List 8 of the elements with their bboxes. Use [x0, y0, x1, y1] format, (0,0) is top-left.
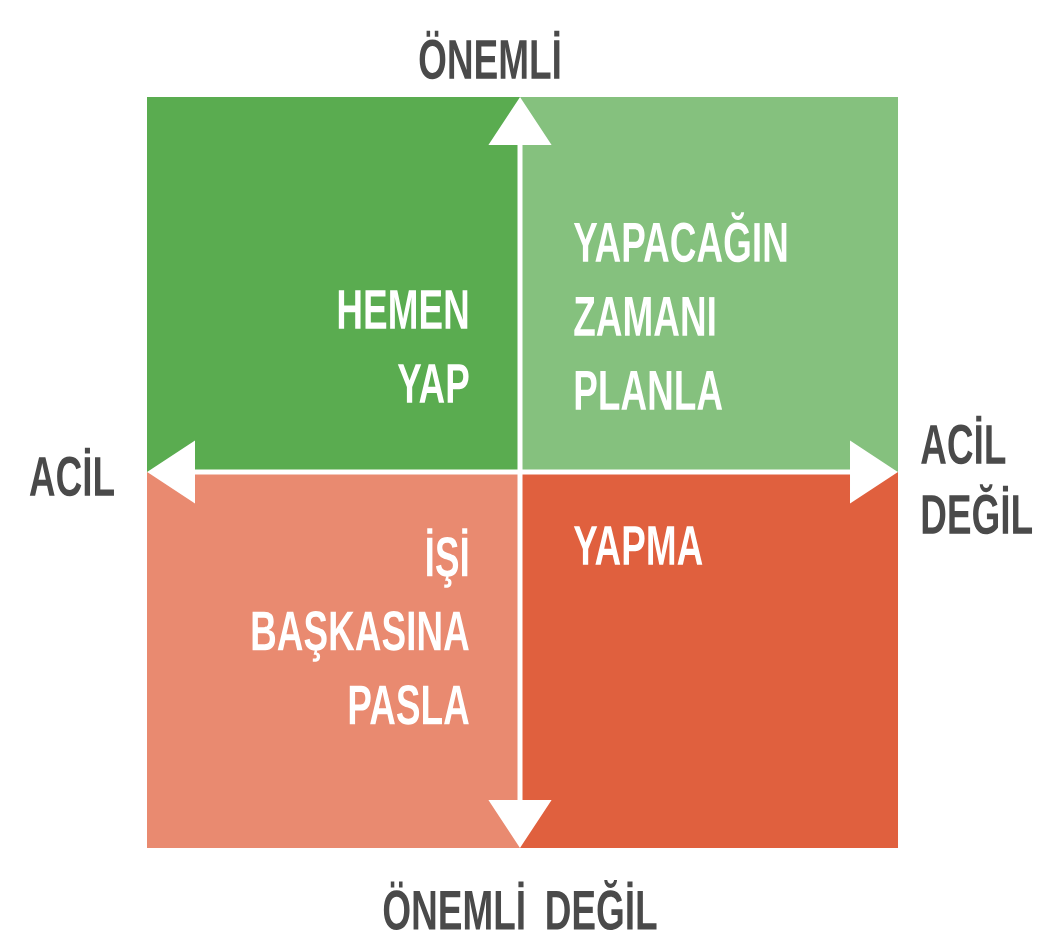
quadrant-box: İŞİ BAŞKASINA PASLA [147, 472, 520, 848]
axis-label: ÖNEMLİ [419, 30, 560, 80]
quadrant-box: YAPACAĞIN ZAMANI PLANLA [520, 97, 898, 472]
quadrant-box: YAPMA [520, 472, 898, 848]
axis-label: ÖNEMLİ DEĞİL [383, 880, 657, 930]
quadrant-box: HEMEN YAP [147, 97, 520, 472]
axis-label: ACİL [29, 447, 114, 497]
axis-label: ACİL DEĞİL [921, 415, 1032, 535]
